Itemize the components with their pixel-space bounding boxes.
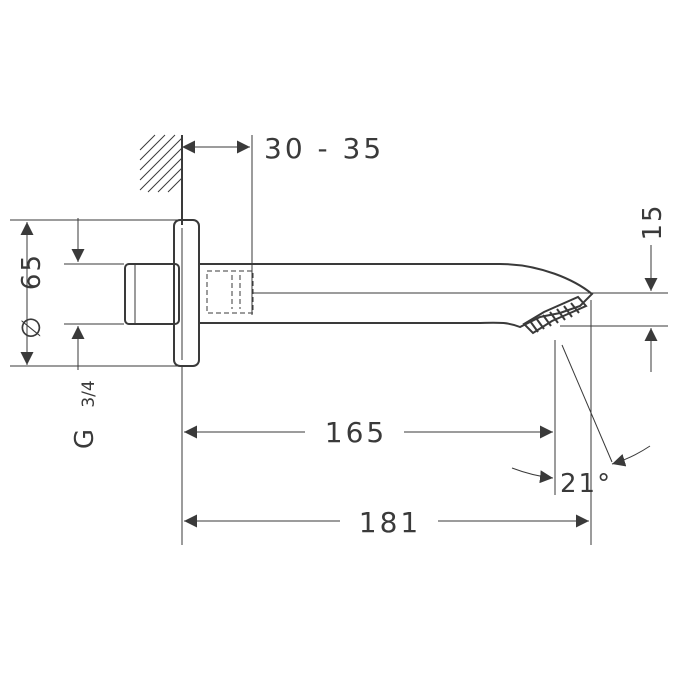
rosette-plate	[173, 219, 200, 367]
dim-rosette-diameter	[10, 219, 180, 367]
thread-connector	[124, 263, 180, 325]
dim-angle-label: 21°	[560, 469, 612, 499]
dim-wall-depth	[182, 135, 253, 315]
dim-angle	[511, 344, 651, 484]
dim-length-total	[184, 300, 592, 545]
dim-thread	[64, 218, 124, 370]
dim-thread-g-label: G	[70, 427, 100, 449]
hidden-pipe	[206, 270, 254, 314]
dim-rosette-diameter-label: ∅ 65	[17, 253, 47, 339]
dim-thread-size-label: 3/4	[79, 380, 99, 407]
diameter-symbol: ∅	[17, 314, 47, 339]
dim-length-inner-label: 165	[325, 416, 387, 449]
dim-spout-height-label: 15	[638, 203, 668, 240]
dim-length-total-label: 181	[359, 506, 421, 539]
dim-wall-depth-label: 30 - 35	[264, 132, 384, 165]
wall-hatching	[139, 134, 183, 193]
spout-body	[199, 263, 594, 329]
diameter-value: 65	[17, 253, 47, 290]
aerator	[522, 295, 588, 335]
dim-length-inner	[181, 340, 556, 545]
dim-spout-height	[560, 245, 668, 372]
